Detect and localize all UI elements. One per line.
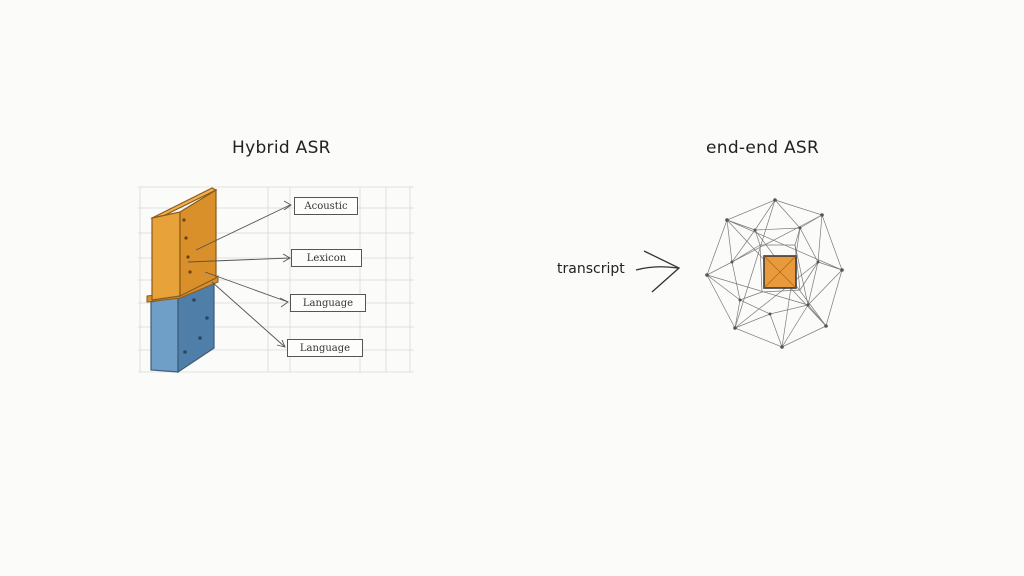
network-mesh <box>706 199 843 348</box>
end-end-asr-title: end-end ASR <box>706 138 820 158</box>
transcript-arrow <box>635 250 681 293</box>
blue-block <box>150 281 215 374</box>
hybrid-asr-title: Hybrid ASR <box>232 138 331 158</box>
connectors <box>187 200 292 348</box>
language-model-label-2: Language <box>287 339 363 357</box>
transcript-label: transcript <box>557 261 625 277</box>
orange-block <box>150 187 218 301</box>
language-model-label: Language <box>290 294 366 312</box>
center-square <box>763 255 797 289</box>
acoustic-model-label: Acoustic <box>294 197 358 215</box>
lexicon-label: Lexicon <box>291 249 362 267</box>
network-nodes <box>705 198 844 349</box>
